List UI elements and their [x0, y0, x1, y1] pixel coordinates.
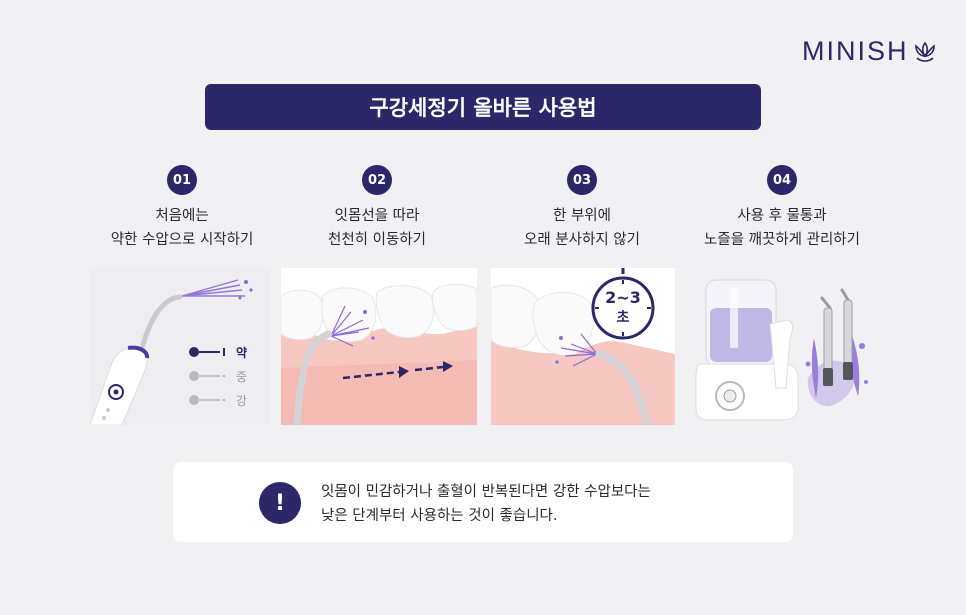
notice-line-2: 낮은 단계부터 사용하는 것이 좋습니다. — [321, 508, 558, 524]
title-banner: 구강세정기 올바른 사용법 — [205, 84, 761, 130]
illustration-gumline — [281, 268, 477, 425]
notice-text: 잇몸이 민감하거나 출혈이 반복된다면 강한 수압보다는 낮은 단계부터 사용하… — [321, 480, 651, 528]
step-number: 03 — [567, 165, 597, 195]
pressure-level-weak — [189, 347, 225, 357]
pressure-label-medium: 중 — [236, 370, 248, 384]
step-line-1: 한 부위에 — [553, 208, 611, 224]
brand-logo: MINISH — [802, 36, 937, 67]
timer-unit: 초 — [616, 310, 630, 326]
stopwatch-icon — [591, 268, 655, 340]
step-4: 04 사용 후 물통과 노즐을 깨끗하게 관리하기 — [682, 165, 882, 252]
step-line-2: 노즐을 깨끗하게 관리하기 — [704, 232, 860, 248]
page-title: 구강세정기 올바른 사용법 — [369, 96, 597, 120]
pressure-level-medium — [189, 371, 226, 381]
step-line-2: 약한 수압으로 시작하기 — [110, 232, 254, 248]
lotus-icon — [914, 41, 935, 62]
step-line-1: 처음에는 — [155, 208, 209, 224]
step-description: 잇몸선을 따라 천천히 이동하기 — [328, 204, 426, 252]
step-number: 02 — [362, 165, 392, 195]
notice-box: ! 잇몸이 민감하거나 출혈이 반복된다면 강한 수압보다는 낮은 단계부터 사… — [173, 462, 793, 542]
notice-line-1: 잇몸이 민감하거나 출혈이 반복된다면 강한 수압보다는 — [321, 484, 651, 500]
pressure-label-strong: 강 — [236, 394, 248, 408]
step-description: 한 부위에 오래 분사하지 않기 — [524, 204, 640, 252]
step-line-1: 사용 후 물통과 — [737, 208, 827, 224]
pressure-level-strong — [189, 395, 226, 405]
step-1: 01 처음에는 약한 수압으로 시작하기 — [82, 165, 282, 252]
timer-label: 2~3 초 — [593, 288, 653, 328]
step-number: 01 — [167, 165, 197, 195]
step-2: 02 잇몸선을 따라 천천히 이동하기 — [277, 165, 477, 252]
step-line-1: 잇몸선을 따라 — [334, 208, 420, 224]
pressure-label-weak: 약 — [236, 346, 248, 360]
timer-seconds: 2~3 — [605, 288, 641, 307]
exclamation-icon: ! — [259, 482, 301, 524]
step-3: 03 한 부위에 오래 분사하지 않기 — [482, 165, 682, 252]
step-description: 사용 후 물통과 노즐을 깨끗하게 관리하기 — [704, 204, 860, 252]
brand-name: MINISH — [802, 36, 909, 66]
illustration-pressure: 약 중 강 — [90, 268, 270, 425]
step-number: 04 — [767, 165, 797, 195]
step-description: 처음에는 약한 수압으로 시작하기 — [111, 204, 254, 252]
illustration-cleaning — [690, 268, 876, 425]
step-line-2: 오래 분사하지 않기 — [524, 232, 640, 248]
illustration-timer: 2~3 초 — [491, 268, 675, 425]
step-line-2: 천천히 이동하기 — [328, 232, 426, 248]
